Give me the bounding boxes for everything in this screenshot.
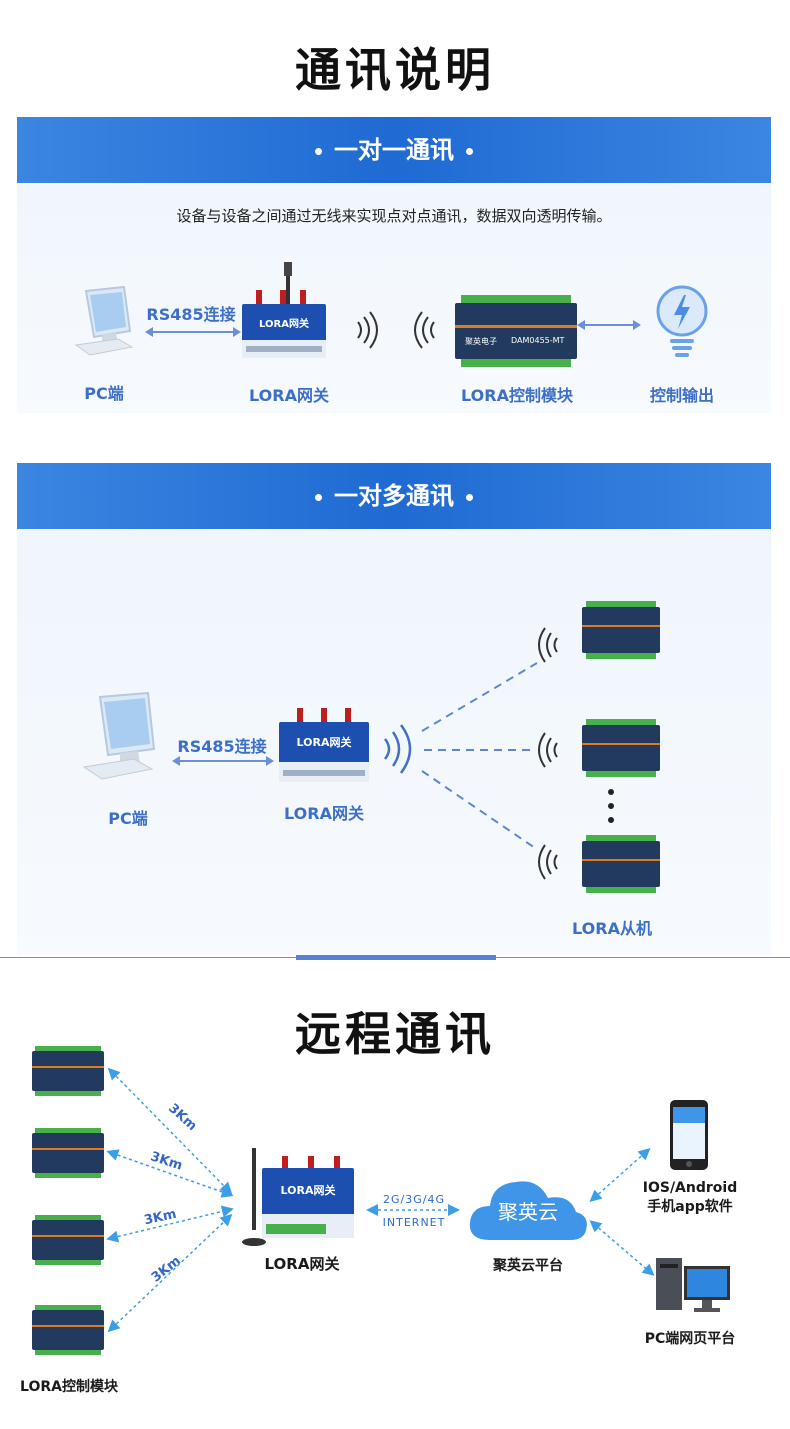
cloud-platform-label: 聚英云平台 [493, 1258, 563, 1274]
lora-control-module-device [32, 1305, 104, 1355]
one-to-many-banner: 一对多通讯 [17, 463, 771, 529]
smartphone-icon [670, 1100, 708, 1170]
lora-control-module-device [32, 1215, 104, 1265]
section-divider-accent [296, 955, 496, 960]
one-to-many-panel: 一对多通讯 PC端 RS485连接 LORA网关 LORA网关 [17, 463, 771, 955]
signal-waves-icon [538, 732, 558, 768]
remote-module-label: LORA控制模块 [20, 1379, 118, 1395]
one-to-one-banner: 一对一通讯 [17, 117, 771, 183]
remote-gateway-label: LORA网关 [264, 1255, 340, 1273]
bullet-icon [466, 493, 473, 501]
signal-waves-icon [538, 627, 558, 663]
lora-control-module-device [32, 1046, 104, 1096]
page-title: 通讯说明 [295, 43, 495, 97]
lora-slave-module [582, 601, 660, 659]
slave-label: LORA从机 [572, 919, 652, 938]
bullet-icon [315, 147, 322, 155]
bullet-icon [315, 493, 322, 501]
bullet-icon [466, 147, 473, 155]
banner-label: 一对多通讯 [334, 482, 454, 510]
lora-gateway-device [279, 708, 369, 782]
gateway-device-title: LORA网关 [280, 1184, 336, 1197]
signal-waves-icon [538, 844, 558, 880]
desktop-computer-icon [656, 1258, 730, 1312]
phone-label-line1: IOS/Android [642, 1180, 738, 1196]
light-bulb-icon [656, 285, 708, 357]
gateway-device-title: LORA网关 [296, 736, 352, 749]
module-model: DAM0455-MT [511, 336, 565, 345]
ellipsis-icon [608, 789, 614, 823]
pc-label: PC端 [84, 384, 124, 403]
phone-label-line2: 手机app软件 [647, 1199, 733, 1215]
output-label: 控制输出 [649, 386, 714, 405]
rs485-label: RS485连接 [177, 737, 267, 756]
remote-title: 远程通讯 [295, 1007, 495, 1061]
bidirectional-arrow-icon [145, 327, 241, 337]
lora-control-module-device [32, 1128, 104, 1178]
one-to-one-panel: 一对一通讯 设备与设备之间通过无线来实现点对点通讯，数据双向透明传输。 PC端 … [17, 117, 771, 413]
pc-label: PC端 [108, 809, 148, 828]
cloud-icon [469, 1181, 587, 1240]
network-type-label: 2G/3G/4G [383, 1193, 445, 1206]
lora-slave-module [582, 719, 660, 777]
rs485-label: RS485连接 [146, 305, 236, 324]
pc-platform-label: PC端网页平台 [644, 1331, 736, 1347]
pc-monitor-icon [82, 691, 156, 780]
wireless-links [421, 662, 538, 849]
lora-slave-module [582, 835, 660, 893]
banner-label: 一对一通讯 [334, 136, 454, 164]
lora-control-module-device [455, 295, 577, 367]
lora-gateway-device [242, 262, 326, 358]
cloud-text: 聚英云 [498, 1200, 558, 1224]
module-label: LORA控制模块 [461, 386, 573, 405]
signal-waves-icon [383, 724, 412, 774]
signal-waves-icon [357, 311, 378, 349]
gateway-device-title: LORA网关 [259, 319, 309, 330]
internet-label: INTERNET [382, 1216, 446, 1229]
lora-gateway-device [242, 1148, 354, 1246]
gateway-label: LORA网关 [249, 386, 329, 405]
gateway-label: LORA网关 [284, 804, 364, 823]
bidirectional-arrow-icon [577, 320, 641, 330]
module-brand: 聚英电子 [465, 337, 497, 346]
pc-monitor-icon [74, 285, 134, 356]
one-to-one-description: 设备与设备之间通过无线来实现点对点通讯，数据双向透明传输。 [176, 207, 612, 225]
bidirectional-arrow-icon [172, 756, 274, 766]
signal-waves-icon [414, 311, 435, 349]
